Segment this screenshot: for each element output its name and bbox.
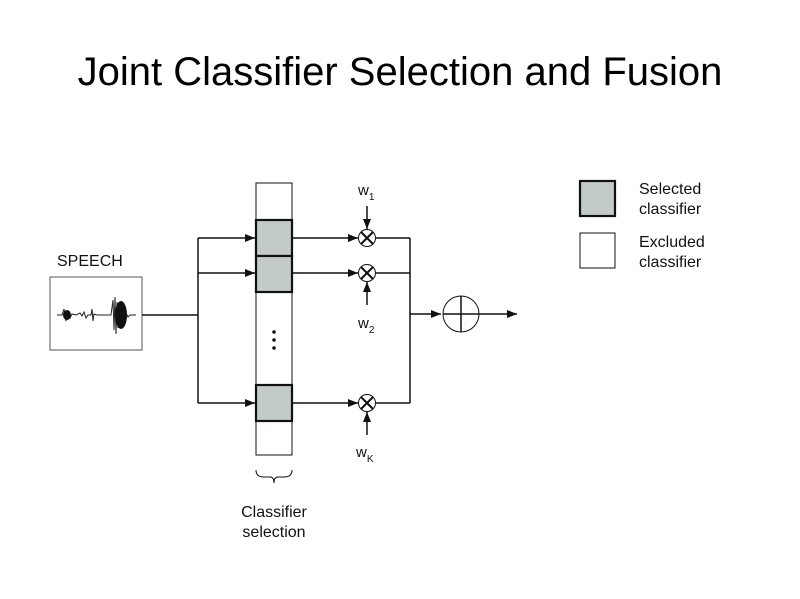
weight-label-w1: w1 [357,182,375,203]
legend-excluded-line2: classifier [639,254,702,271]
multiplier-k-icon [358,394,376,412]
speech-label: SPEECH [57,253,123,270]
fusion-collector [376,237,441,404]
selection-label-line1: Classifier [241,504,307,521]
diagram-title: Joint Classifier Selection and Fusion [77,50,723,94]
legend-excluded-line1: Excluded [639,234,705,251]
legend-selected-line2: classifier [639,201,702,218]
classifier-output-lines [292,234,358,407]
classifier-selected-2 [254,254,294,294]
legend-excluded-swatch [579,232,616,269]
multiplier-2-icon [358,264,376,282]
legend-selected-line1: Selected [639,181,701,198]
selection-label-line2: selection [242,524,305,541]
legend-selected-swatch [578,179,617,218]
weight-label-wk: wK [355,444,374,465]
speech-waveform-icon [49,276,143,351]
weight-label-w2: w2 [357,315,375,336]
classifier-selected-1 [254,218,294,258]
classifier-selected-k [254,383,294,423]
ellipsis-icon [272,330,276,350]
summation-icon [442,295,480,333]
classifier-column [254,182,294,456]
selection-brace-icon [255,469,293,484]
legend: Selected classifier Excluded classifier [578,179,705,271]
multiplier-1-icon [358,229,376,247]
input-connector [142,234,255,407]
